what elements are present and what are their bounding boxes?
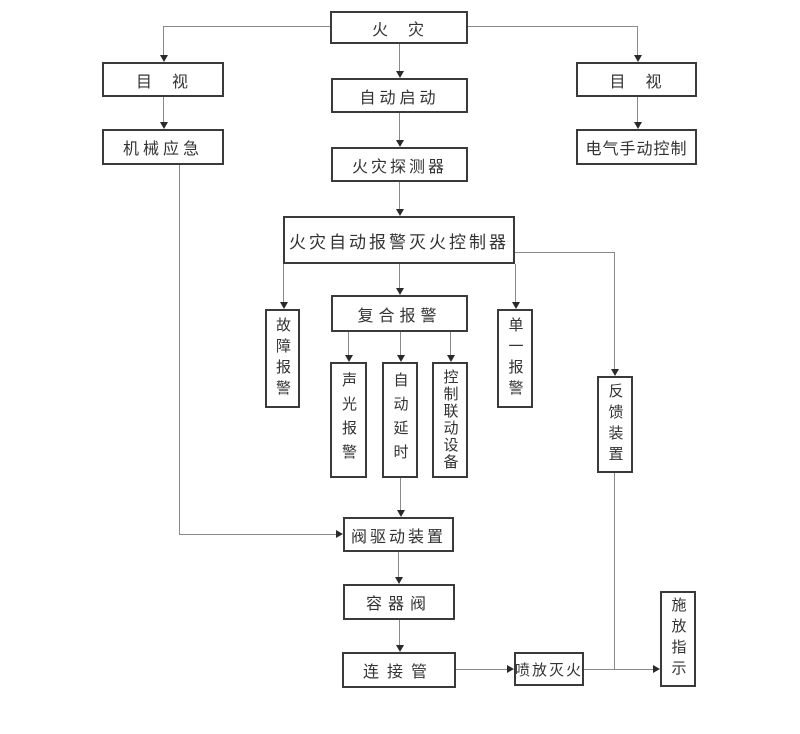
connector xyxy=(400,332,401,356)
connector xyxy=(584,669,654,670)
connector xyxy=(614,252,615,370)
node-connecting-pipe: 连接管 xyxy=(342,652,456,688)
connector xyxy=(400,478,401,511)
arrowhead xyxy=(345,355,353,362)
node-single-alarm: 单一报警 xyxy=(497,309,533,408)
node-control-linkage-equipment: 控制联动设备 xyxy=(432,362,468,478)
node-visual-left: 目 视 xyxy=(102,62,224,97)
node-composite-alarm: 复合报警 xyxy=(331,295,468,332)
connector xyxy=(515,264,516,303)
connector xyxy=(614,473,615,670)
connector xyxy=(399,182,400,210)
node-fire-detector: 火灾探测器 xyxy=(331,147,468,182)
connector xyxy=(348,332,349,356)
arrowhead xyxy=(395,577,403,584)
connector xyxy=(399,620,400,646)
node-electrical-manual-control: 电气手动控制 xyxy=(576,129,697,165)
arrowhead xyxy=(396,209,404,216)
arrowhead xyxy=(611,369,619,376)
arrowhead xyxy=(160,122,168,129)
node-auto-delay: 自动延时 xyxy=(382,362,418,478)
connector xyxy=(515,252,614,253)
node-fire: 火 灾 xyxy=(330,11,468,44)
arrowhead xyxy=(634,55,642,62)
connector xyxy=(637,26,638,56)
node-fire-alarm-extinguishing-controller: 火灾自动报警灭火控制器 xyxy=(283,216,515,264)
node-feedback-device: 反馈装置 xyxy=(597,376,633,473)
arrowhead xyxy=(396,140,404,147)
connector xyxy=(163,97,164,123)
arrowhead xyxy=(447,355,455,362)
arrowhead xyxy=(336,530,343,538)
connector xyxy=(456,669,508,670)
arrowhead xyxy=(653,665,660,673)
connector xyxy=(399,44,400,74)
connector xyxy=(468,26,637,27)
arrowhead xyxy=(396,288,404,295)
node-sound-light-alarm: 声光报警 xyxy=(330,362,367,478)
connector xyxy=(450,332,451,356)
connector xyxy=(179,165,180,534)
node-fault-alarm: 故障报警 xyxy=(265,309,300,408)
connector xyxy=(179,534,337,535)
connector xyxy=(399,113,400,141)
arrowhead xyxy=(507,665,514,673)
arrowhead xyxy=(397,355,405,362)
node-spray-extinguishing: 喷放灭火 xyxy=(514,652,584,686)
connector xyxy=(163,26,330,27)
arrowhead xyxy=(280,302,288,309)
connector xyxy=(398,552,399,578)
arrowhead xyxy=(160,55,168,62)
arrowhead xyxy=(512,302,520,309)
node-auto-start: 自动启动 xyxy=(331,78,468,113)
node-valve-drive-device: 阀驱动装置 xyxy=(343,517,454,552)
node-release-indication: 施放指示 xyxy=(660,591,696,687)
node-container-valve: 容器阀 xyxy=(343,584,455,620)
arrowhead xyxy=(396,71,404,78)
connector xyxy=(637,97,638,123)
arrowhead xyxy=(397,510,405,517)
connector xyxy=(163,26,164,56)
node-mechanical-emergency: 机械应急 xyxy=(102,129,224,165)
connector xyxy=(399,264,400,289)
node-visual-right: 目 视 xyxy=(576,62,697,97)
arrowhead xyxy=(634,122,642,129)
connector xyxy=(283,264,284,303)
arrowhead xyxy=(396,645,404,652)
